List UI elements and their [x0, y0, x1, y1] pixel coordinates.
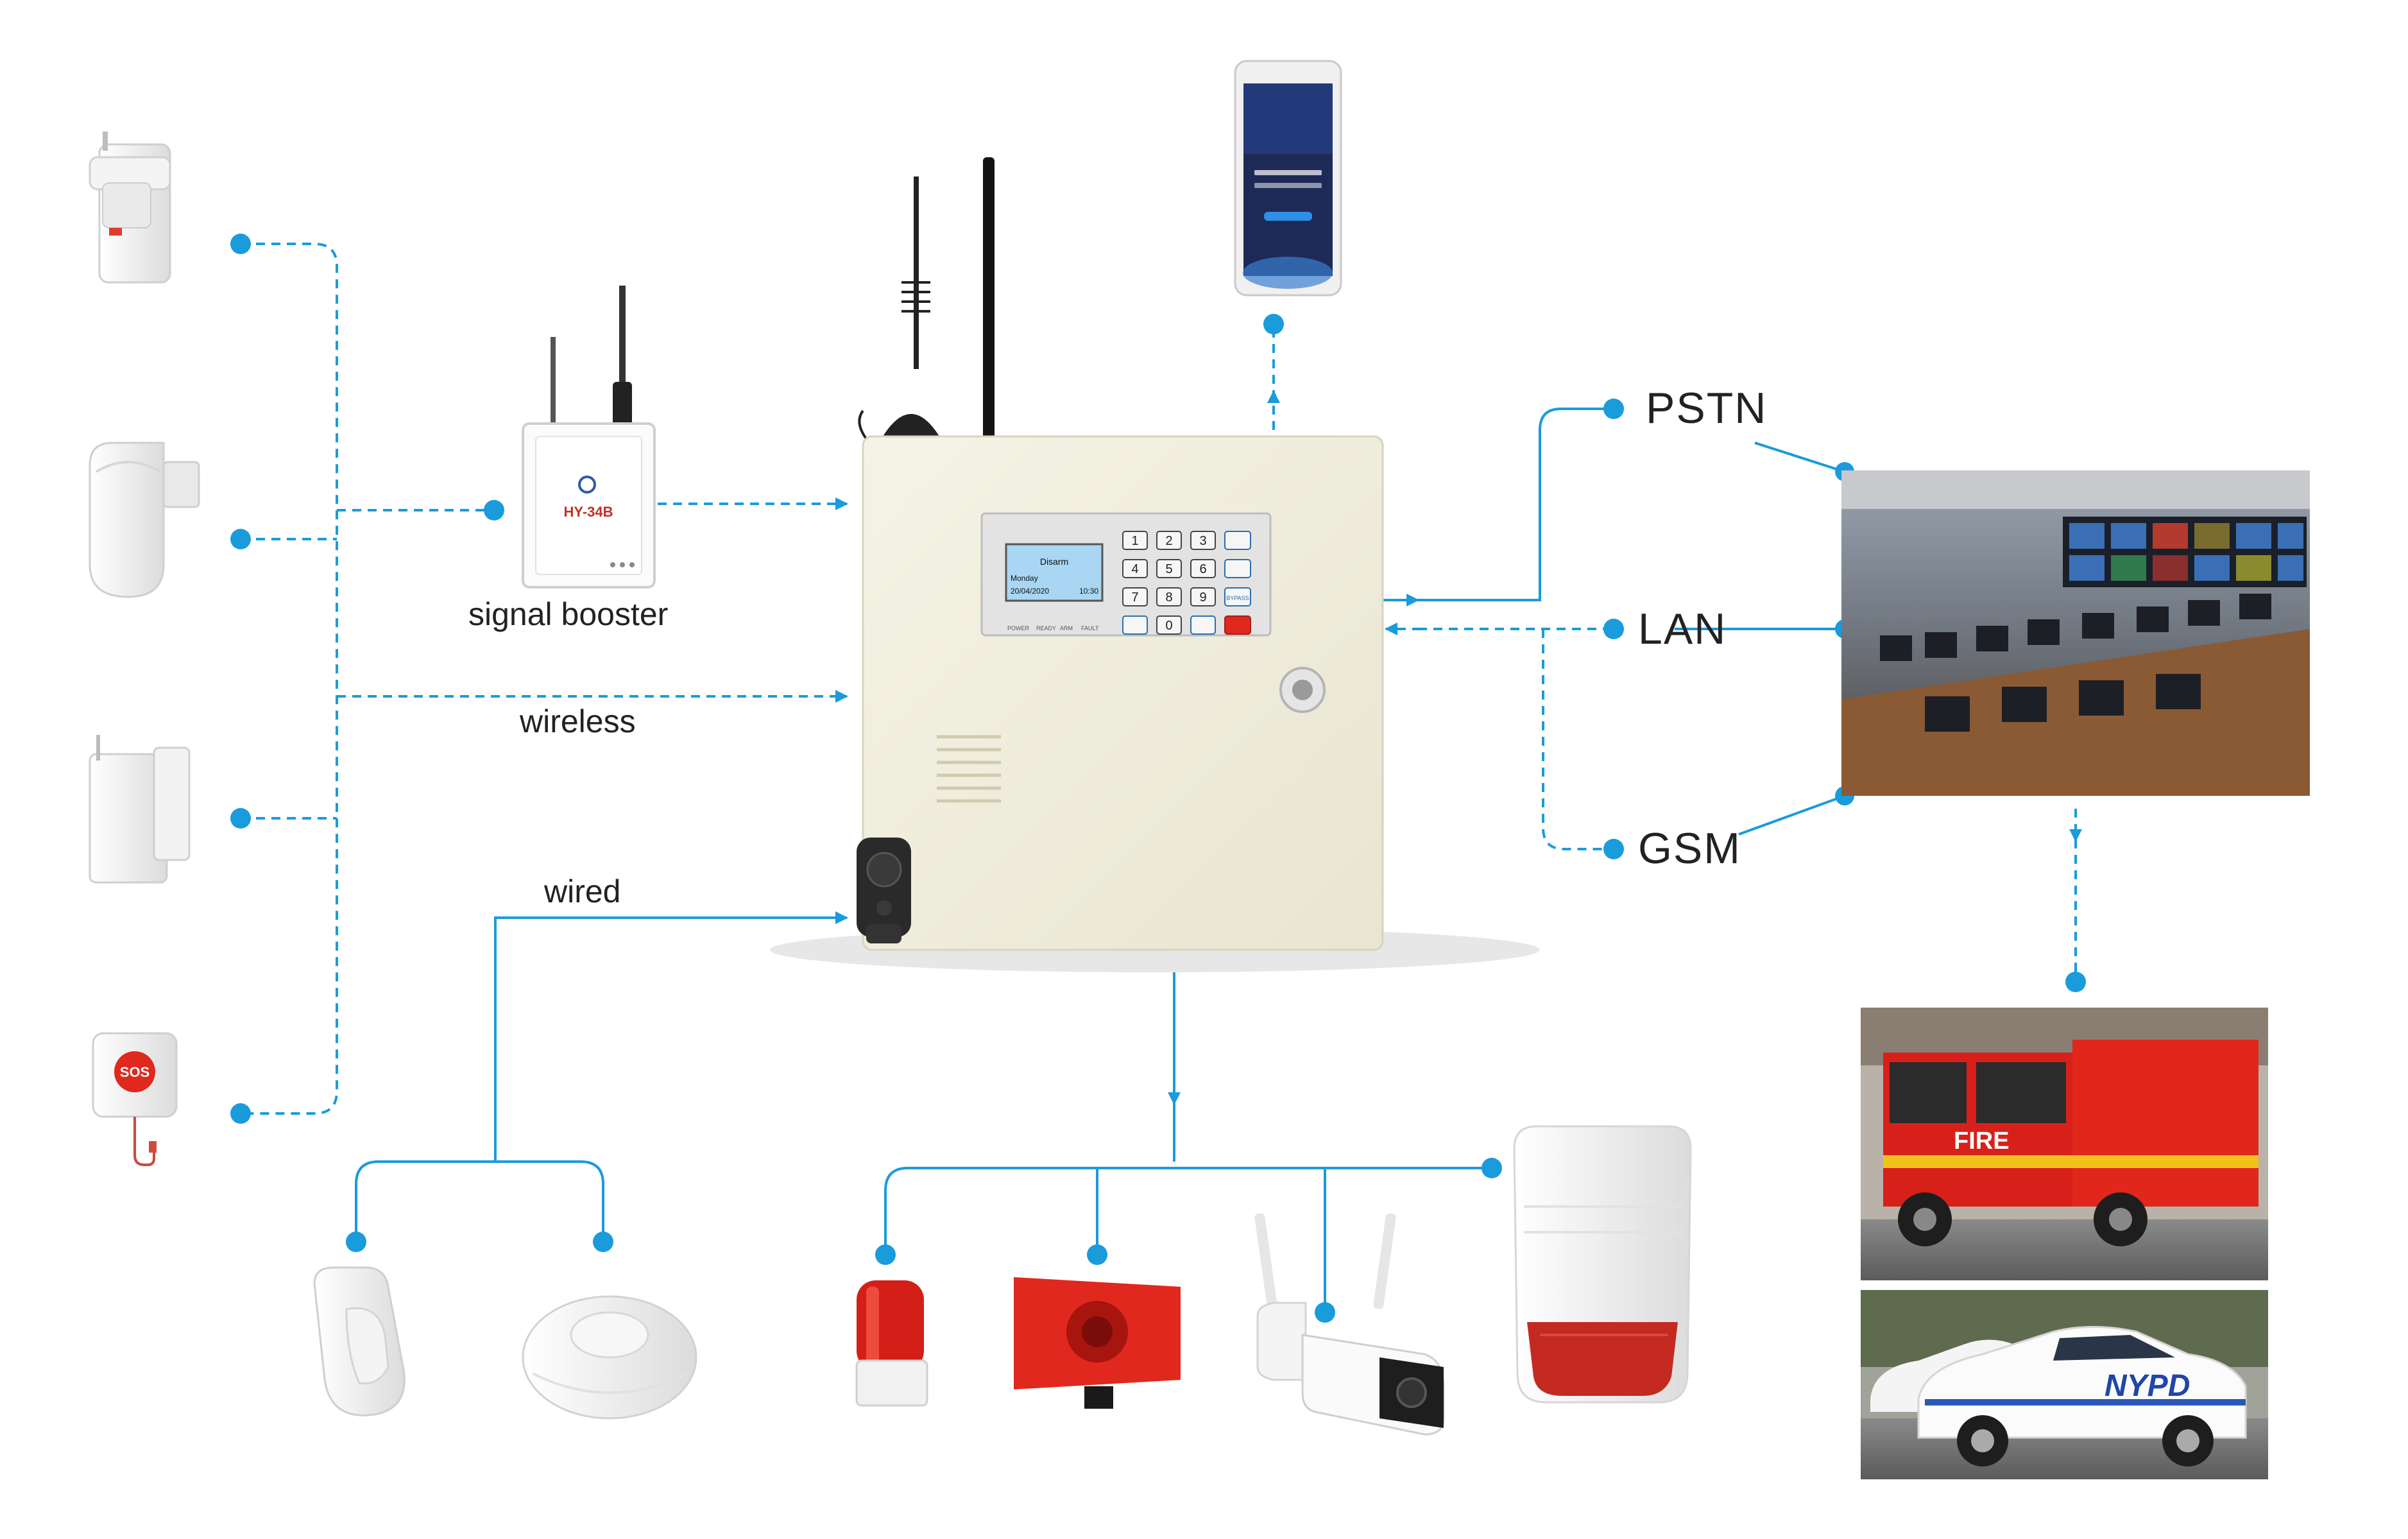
dot-lan [1603, 619, 1624, 639]
dot-door [230, 808, 251, 829]
key-3: 3 [1199, 534, 1206, 548]
dot-siren [1087, 1244, 1107, 1265]
dot-services [2065, 972, 2086, 992]
key-7: 7 [1131, 590, 1138, 605]
alarm-panel: Disarm Monday 20/04/2020 10:30 1 2 3 4 5… [770, 157, 1540, 972]
panic-key [1224, 615, 1251, 635]
strobe-light [855, 1280, 928, 1407]
gsm-label: GSM [1638, 824, 1741, 873]
remote-control-icon [857, 838, 911, 943]
tablet-app [1234, 60, 1342, 297]
dot-pstn [1603, 399, 1624, 419]
police-car-photo: NYPD [1861, 1290, 2268, 1479]
dot-wired-smoke [593, 1232, 613, 1252]
fire-truck-photo: FIRE [1861, 1008, 2268, 1280]
lcd-time: 10:30 [1079, 587, 1098, 596]
dot-booster [484, 500, 504, 520]
outdoor-siren [1513, 1125, 1692, 1404]
indicator-fault: FAULT [1081, 625, 1099, 632]
key-1: 1 [1131, 534, 1138, 548]
panel-indicators: POWER READY ARM FAULT [1007, 625, 1099, 632]
lan-label: LAN [1638, 605, 1727, 653]
gsm-line [1542, 629, 1614, 850]
key-9: 9 [1199, 590, 1206, 605]
key-5: 5 [1165, 562, 1172, 576]
booster-model-text: HY-34B [563, 504, 613, 520]
wired-pir-sensor [313, 1266, 406, 1416]
bypass-key [1224, 587, 1251, 606]
bypass-key-label: BYPASS [1226, 595, 1249, 601]
wireless-label: wireless [520, 703, 636, 739]
wired-label: wired [544, 873, 621, 909]
arm-key [1224, 531, 1251, 550]
indicator-power: POWER [1007, 625, 1030, 632]
pir-sensor-2 [89, 442, 200, 598]
dot-outdoor-siren [1482, 1158, 1502, 1178]
smoke-detector [522, 1295, 697, 1420]
dot-pir-1 [230, 234, 251, 254]
dot-sos [230, 1103, 251, 1124]
lcd-date: 20/04/2020 [1011, 587, 1049, 596]
monitoring-center-photo [1841, 470, 2310, 796]
dot-pir-2 [230, 529, 251, 549]
ip-camera [1254, 1213, 1445, 1436]
panel-out-line [1379, 408, 1614, 601]
dot-strobe [875, 1244, 896, 1265]
connection-dots [230, 234, 2086, 1323]
dot-gsm [1603, 839, 1624, 859]
panel-antenna-right [983, 157, 995, 440]
lcd-screen [1005, 543, 1104, 602]
indicator-ready: READY [1036, 625, 1056, 632]
dot-tablet [1263, 314, 1284, 334]
police-car-text: NYPD [2105, 1369, 2190, 1403]
signal-booster-label: signal booster [468, 596, 669, 632]
key-0: 0 [1165, 619, 1172, 633]
disarm-key [1224, 559, 1251, 578]
pstn-to-room-line [1754, 442, 1845, 473]
output-bus-line [884, 1167, 1492, 1251]
connection-lines [241, 243, 2082, 1309]
fire-truck-text: FIRE [1954, 1128, 2010, 1155]
sos-red-button [114, 1051, 155, 1092]
gsm-to-room-line [1738, 795, 1845, 836]
signal-booster: HY-34B [522, 286, 656, 589]
key-8: 8 [1165, 590, 1172, 605]
siren-horn [1014, 1277, 1181, 1409]
lcd-title: Disarm [1040, 556, 1068, 567]
sos-text: SOS [120, 1064, 149, 1080]
sos-button: SOS [92, 1032, 178, 1166]
panel-antenna-left [914, 176, 919, 369]
dot-wired-pir [346, 1232, 366, 1252]
booster-antenna-left [551, 337, 556, 427]
dot-camera [1315, 1302, 1335, 1323]
keypad-keys: 1 2 3 4 5 6 7 8 9 0 BYPASS [1122, 531, 1251, 635]
lcd-day: Monday [1011, 574, 1038, 583]
pir-sensor-1 [89, 132, 171, 284]
key-6: 6 [1199, 562, 1206, 576]
key-4: 4 [1131, 562, 1138, 576]
door-contact [89, 735, 191, 884]
pstn-label: PSTN [1646, 384, 1768, 433]
sos-cable [133, 1117, 155, 1166]
wired-split-line [355, 1160, 604, 1239]
wired-line [494, 911, 848, 1162]
key-2: 2 [1165, 534, 1172, 548]
panel-vents [937, 735, 1001, 803]
sensor-bus-line [241, 243, 338, 1115]
indicator-arm: ARM [1060, 625, 1073, 632]
booster-antenna-right [619, 286, 626, 427]
